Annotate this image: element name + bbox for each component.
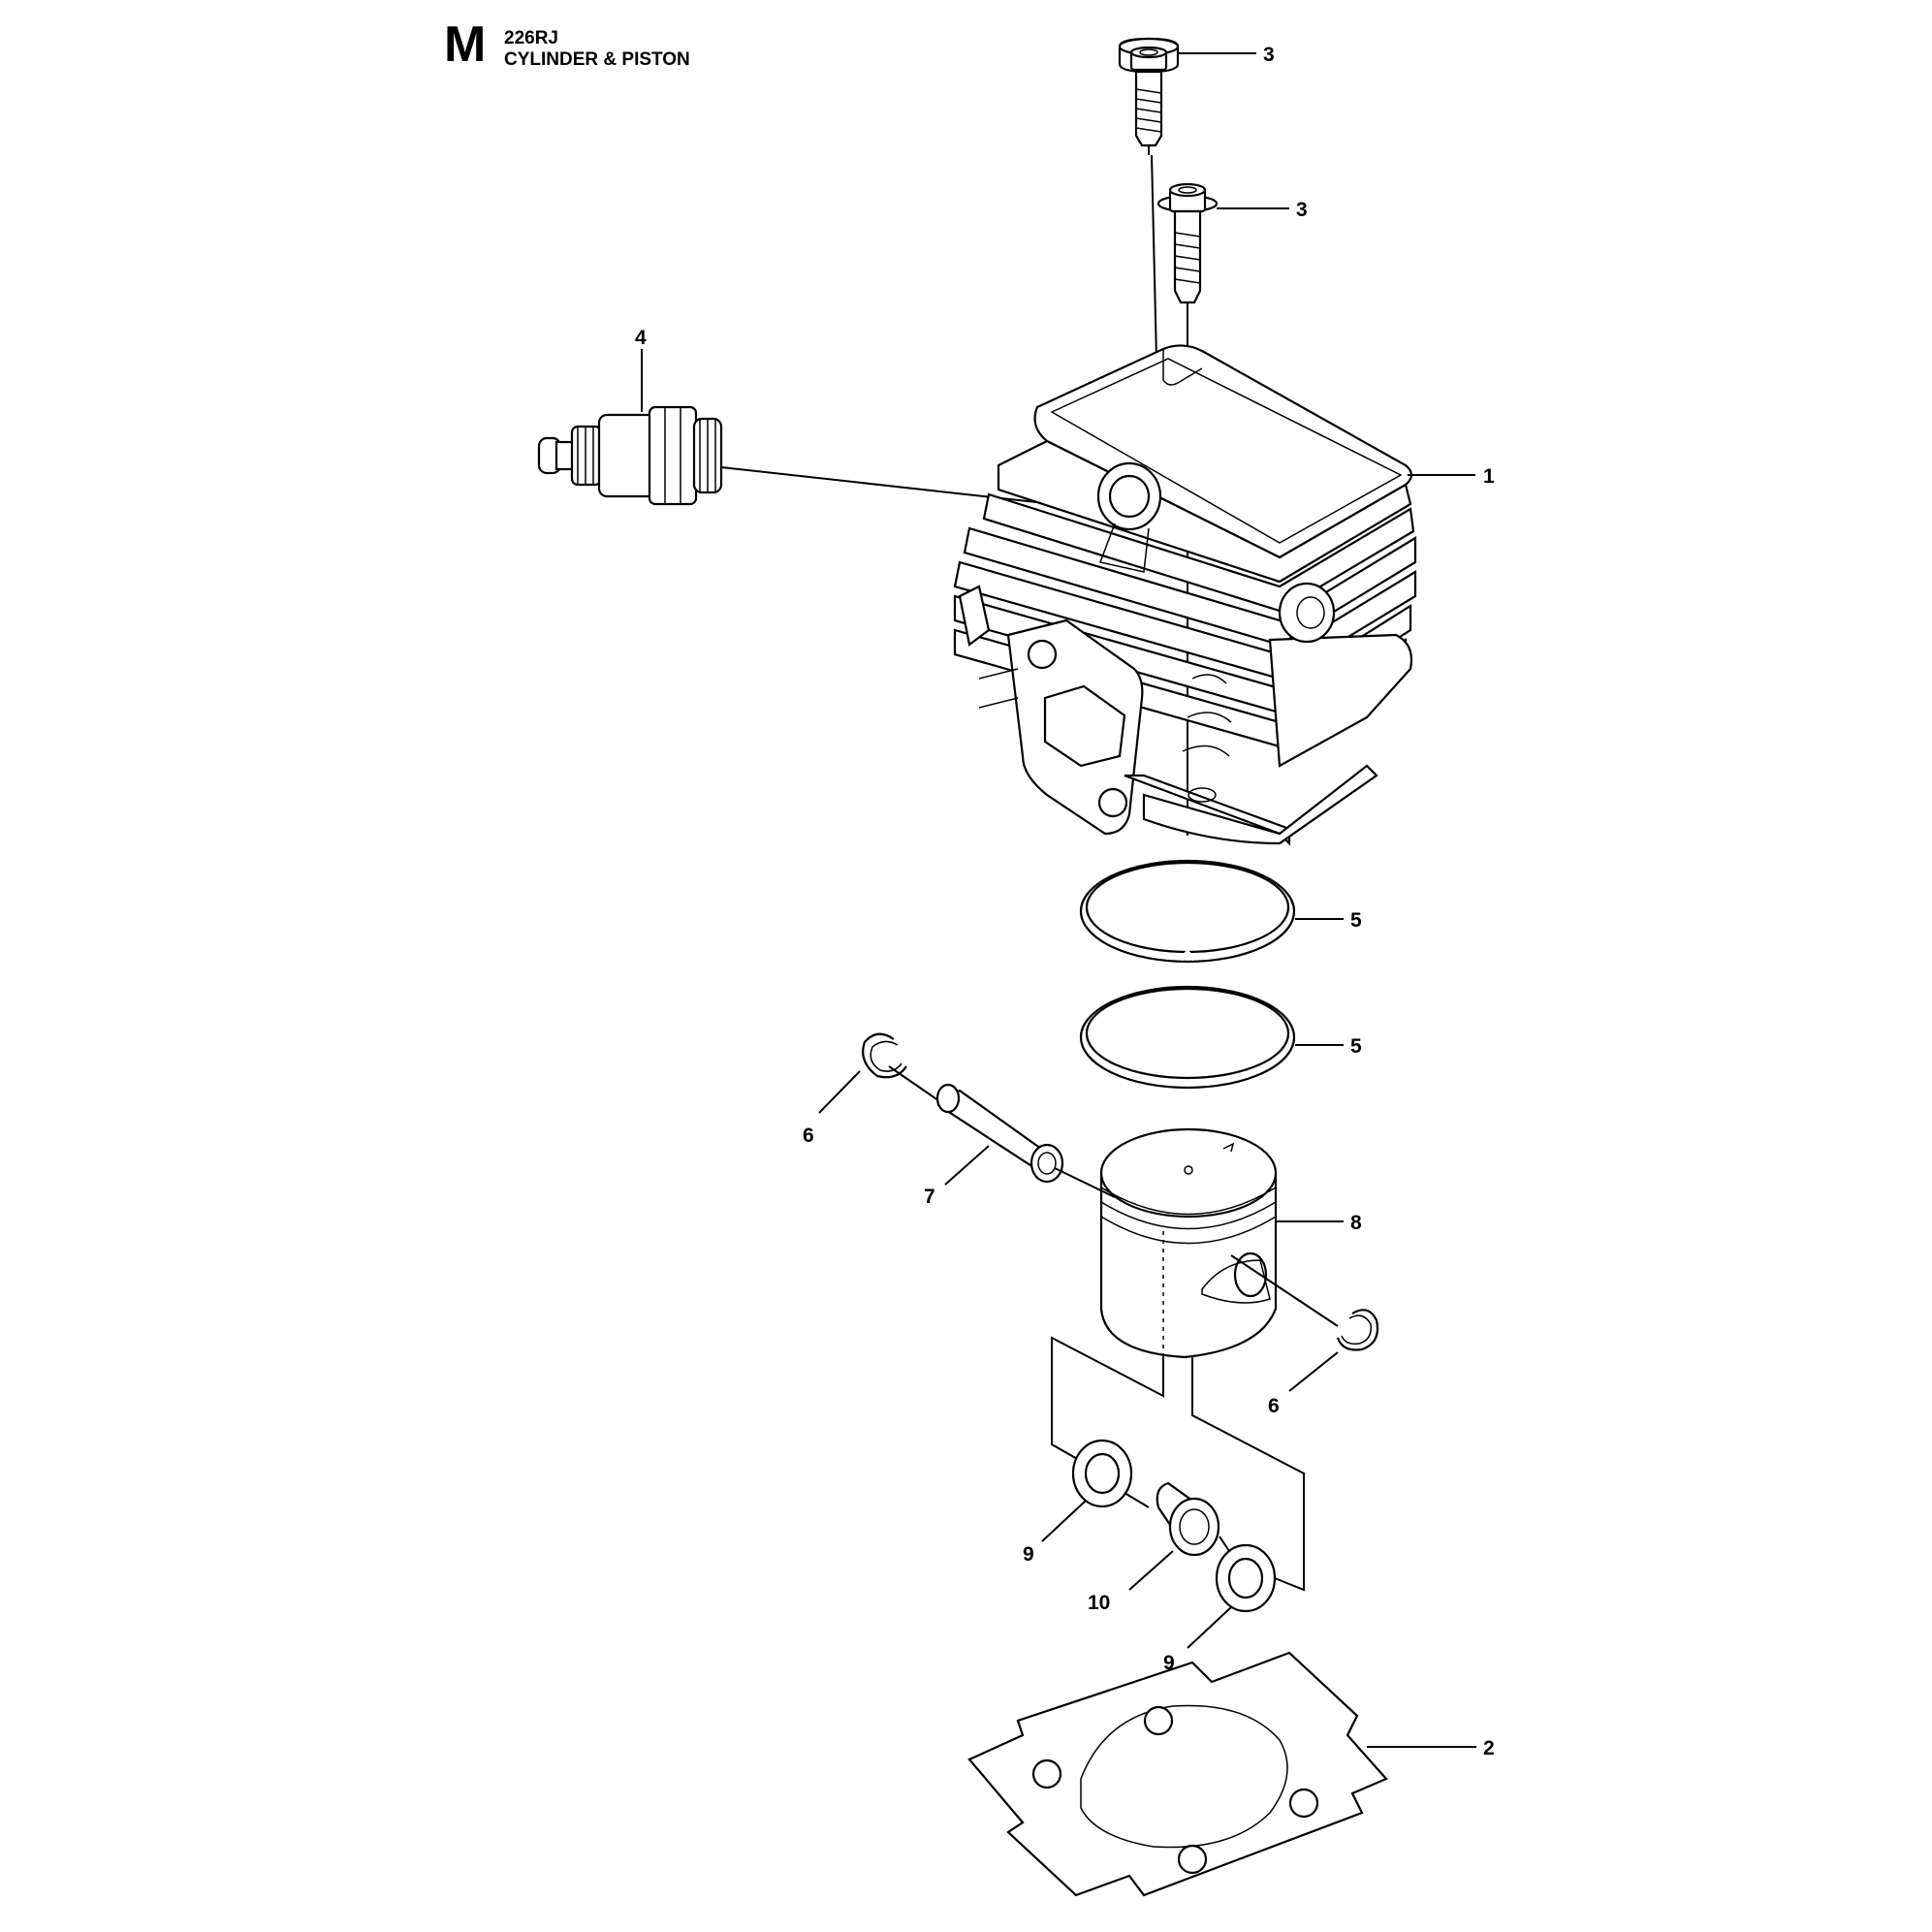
callout-6-left: 6 (803, 1124, 814, 1147)
callout-3-upper: 3 (1263, 44, 1275, 66)
leader-line-7 (944, 1145, 990, 1186)
leader-line-9-left (1041, 1500, 1087, 1542)
part-2-cylinder-gasket[interactable] (967, 1651, 1388, 1897)
callout-8: 8 (1350, 1212, 1362, 1234)
part-4-spark-plug[interactable] (537, 405, 723, 506)
assembly-line-pin-piston (1054, 1167, 1116, 1198)
part-3-bolt-lower[interactable] (1156, 182, 1219, 304)
section-letter: M (444, 16, 487, 73)
callout-9-left: 9 (1023, 1543, 1034, 1566)
callout-9-right: 9 (1163, 1652, 1175, 1674)
diagram-header: M 226RJ CYLINDER & PISTON (444, 19, 832, 78)
assembly-line-bearing-washer (1219, 1536, 1230, 1552)
part-5-piston-ring-upper[interactable] (1079, 859, 1296, 964)
callout-1: 1 (1483, 465, 1495, 488)
part-7-piston-pin[interactable] (935, 1083, 1064, 1184)
callout-3-lower: 3 (1296, 199, 1308, 221)
assembly-bracket-left (1051, 1336, 1164, 1465)
part-9-washer-left[interactable] (1071, 1439, 1133, 1508)
part-8-piston[interactable] (1099, 1127, 1278, 1359)
assembly-line-washer-left (1124, 1492, 1150, 1508)
leader-line-6-left (818, 1070, 861, 1114)
part-1-cylinder[interactable] (953, 344, 1417, 846)
assembly-line-spark-plug (720, 466, 1072, 507)
callout-5-upper: 5 (1350, 909, 1362, 932)
part-9-washer-right[interactable] (1215, 1543, 1277, 1613)
part-6-circlip-left[interactable] (862, 1032, 907, 1079)
model-number: 226RJ (504, 28, 558, 48)
assembly-line-circlip-right (1230, 1254, 1339, 1327)
callout-4: 4 (635, 327, 647, 349)
diagram-title: CYLINDER & PISTON (504, 49, 690, 70)
callout-10: 10 (1088, 1592, 1110, 1614)
leader-line-6-right (1288, 1351, 1339, 1392)
part-5-piston-ring-lower[interactable] (1079, 985, 1296, 1090)
part-3-bolt-upper[interactable] (1118, 37, 1180, 155)
callout-7: 7 (924, 1186, 935, 1208)
callout-6-right: 6 (1268, 1395, 1280, 1417)
callout-2: 2 (1483, 1737, 1495, 1759)
leader-line-10 (1128, 1550, 1174, 1591)
part-6-circlip-right[interactable] (1336, 1309, 1379, 1351)
leader-line-9-right (1187, 1606, 1232, 1649)
part-10-needle-bearing[interactable] (1156, 1481, 1220, 1557)
assembly-bracket-right (1191, 1357, 1305, 1592)
callout-5-lower: 5 (1350, 1035, 1362, 1058)
assembly-line-pin-left (888, 1065, 946, 1106)
